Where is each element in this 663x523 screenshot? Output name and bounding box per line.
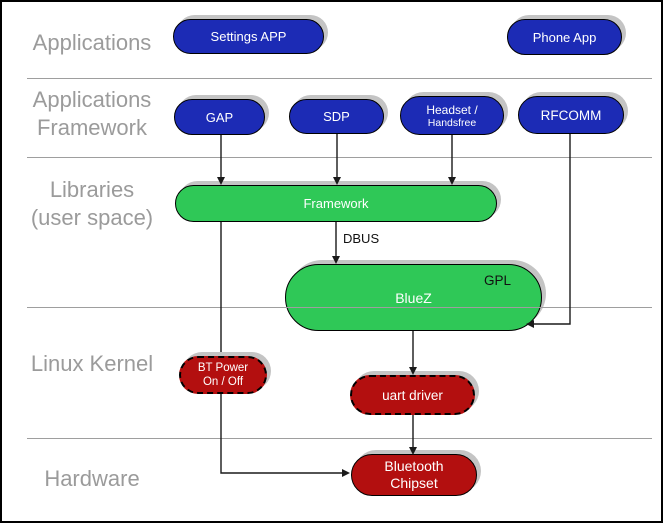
node-label: Handsfree bbox=[427, 116, 477, 129]
layer-label-text: Hardware bbox=[44, 466, 140, 491]
node-bt-power-on-off: BT Power On / Off bbox=[179, 356, 267, 394]
node-label: Bluetooth bbox=[384, 458, 444, 474]
layer-label-text: (user space) bbox=[30, 205, 154, 230]
arrowhead bbox=[217, 177, 225, 185]
layer-label-text: Applications bbox=[32, 30, 152, 55]
node-label: BlueZ bbox=[395, 289, 432, 306]
arrowhead bbox=[332, 256, 340, 264]
layer-label-text: Framework bbox=[36, 115, 147, 140]
arrowhead bbox=[333, 177, 341, 185]
layer-label-text: Linux Kernel bbox=[30, 351, 154, 376]
node-label: Settings APP bbox=[210, 29, 287, 44]
arrowhead bbox=[409, 367, 417, 375]
layer-label-text: Applications bbox=[32, 87, 152, 112]
layer-label-libraries: Libraries (user space) bbox=[12, 176, 172, 232]
layer-divider-4 bbox=[27, 438, 652, 439]
node-gap: GAP bbox=[174, 99, 265, 135]
node-phone-app: Phone App bbox=[507, 19, 622, 55]
layer-divider-1 bbox=[27, 78, 652, 79]
node-label: BT Power bbox=[197, 362, 249, 374]
layer-label-text: Libraries bbox=[49, 177, 135, 202]
arrow-framework-chipset bbox=[220, 222, 342, 474]
node-label: Framework bbox=[303, 196, 369, 211]
layer-divider-2 bbox=[27, 157, 652, 158]
arrowhead bbox=[448, 177, 456, 185]
dbus-edge-label: DBUS bbox=[343, 231, 380, 246]
node-label: SDP bbox=[323, 109, 350, 124]
node-label: Headset / bbox=[426, 102, 478, 117]
layer-label-hardware: Hardware bbox=[12, 465, 172, 493]
node-label: uart driver bbox=[382, 387, 443, 403]
layer-divider-3 bbox=[27, 307, 652, 308]
node-bluez: BlueZ GPL bbox=[285, 264, 542, 331]
node-sdp: SDP bbox=[289, 99, 384, 134]
node-label: GAP bbox=[205, 109, 234, 125]
node-uart-driver: uart driver bbox=[350, 375, 475, 415]
node-headset-handsfree: Headset / Handsfree bbox=[400, 96, 504, 135]
gpl-badge: GPL bbox=[483, 273, 511, 288]
node-bluetooth-chipset: Bluetooth Chipset bbox=[351, 454, 477, 496]
node-label: Phone App bbox=[532, 29, 597, 45]
node-rfcomm: RFCOMM bbox=[518, 96, 624, 134]
node-label: Chipset bbox=[390, 475, 438, 491]
node-label: On / Off bbox=[202, 376, 244, 388]
node-settings-app: Settings APP bbox=[173, 19, 324, 54]
layer-label-linux-kernel: Linux Kernel bbox=[12, 350, 172, 378]
layer-label-applications: Applications bbox=[12, 29, 172, 57]
node-framework: Framework bbox=[175, 185, 497, 222]
arrowhead bbox=[342, 469, 350, 477]
node-label: RFCOMM bbox=[540, 107, 602, 123]
layer-label-applications-framework: Applications Framework bbox=[12, 86, 172, 142]
